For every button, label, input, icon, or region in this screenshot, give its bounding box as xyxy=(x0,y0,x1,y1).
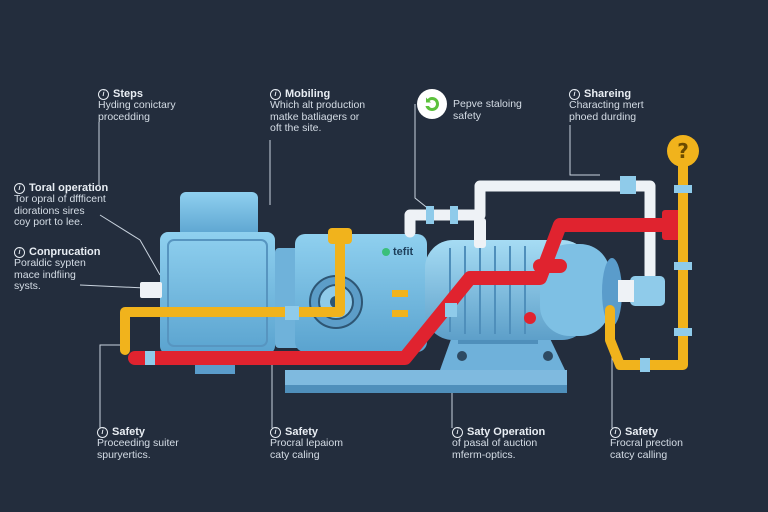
label-sharing: i Shareing Characting mert phoed durding xyxy=(569,88,644,123)
info-icon: i xyxy=(270,88,281,100)
info-icon: i xyxy=(98,88,109,100)
info-icon: i xyxy=(270,426,281,438)
label-mobiling-title: Mobiling xyxy=(285,88,331,100)
label-compression-title: Conprucation xyxy=(29,246,101,258)
label-steps: i Steps Hyding conictary procedding xyxy=(98,88,176,123)
label-steps-title: Steps xyxy=(113,88,143,100)
label-steps-body: Hyding conictary procedding xyxy=(98,99,176,123)
info-icon: i xyxy=(97,426,108,438)
pipe-yellow xyxy=(120,160,692,372)
info-icon: i xyxy=(569,88,580,100)
label-prepare: Pepve staloing safety xyxy=(453,98,522,122)
leader-sharing xyxy=(569,125,600,176)
label-safety2-body: Procral lepaiom caty caling xyxy=(270,437,343,461)
label-total-operation: i Toral operation Tor opral of dffficent … xyxy=(14,182,108,229)
label-total-title: Toral operation xyxy=(29,182,109,194)
label-prepare-body: Pepve staloing safety xyxy=(453,98,522,122)
label-safety-2: i Safety Procral lepaiom caty caling xyxy=(270,426,343,461)
label-sharing-title: Shareing xyxy=(584,88,632,100)
info-icon: i xyxy=(452,426,463,438)
label-safety-3: i Safety Frocral prection catcy calling xyxy=(610,426,683,461)
info-icon: i xyxy=(610,426,621,438)
label-safety1-title: Safety xyxy=(112,426,146,438)
label-safety2-title: Safety xyxy=(285,426,319,438)
leader-compress xyxy=(79,284,146,289)
label-safety-operation: i Saty Operation of pasal of auction mfer… xyxy=(452,426,545,461)
leader-prepare xyxy=(414,104,431,211)
recycle-badge xyxy=(417,89,447,119)
tank-housing xyxy=(140,192,275,374)
label-compression: i Conprucation Poraldic sypten mace indfi… xyxy=(14,246,101,293)
label-safetyop-body: of pasal of auction mferm-optics. xyxy=(452,437,538,461)
recycle-icon xyxy=(425,97,439,111)
label-total-body: Tor opral of dffficent diorations sires … xyxy=(14,193,106,228)
label-safetyop-title: Saty Operation xyxy=(467,426,546,438)
machine-brand-label: tefit xyxy=(393,246,414,258)
label-safety3-title: Safety xyxy=(625,426,659,438)
question-badge: ? xyxy=(667,135,699,167)
question-mark-icon: ? xyxy=(677,139,689,163)
label-compression-body: Poraldic sypten mace indfiing systs. xyxy=(14,257,86,292)
leader-safety1 xyxy=(99,344,130,428)
label-safety-1: i Safety Proceeding suiter spuryertics. xyxy=(97,426,179,461)
leader-total xyxy=(99,214,161,276)
label-mobiling: i Mobiling Which alt production matke bat… xyxy=(270,88,365,135)
pipe-white xyxy=(404,176,665,306)
label-mobiling-body: Which alt production matke batliagers or… xyxy=(270,99,366,134)
label-sharing-body: Characting mert phoed durding xyxy=(569,99,644,123)
info-icon: i xyxy=(14,182,25,194)
label-safety3-body: Frocral prection catcy calling xyxy=(610,437,683,461)
info-icon: i xyxy=(14,246,25,258)
label-safety1-body: Proceeding suiter spuryertics. xyxy=(97,437,179,461)
